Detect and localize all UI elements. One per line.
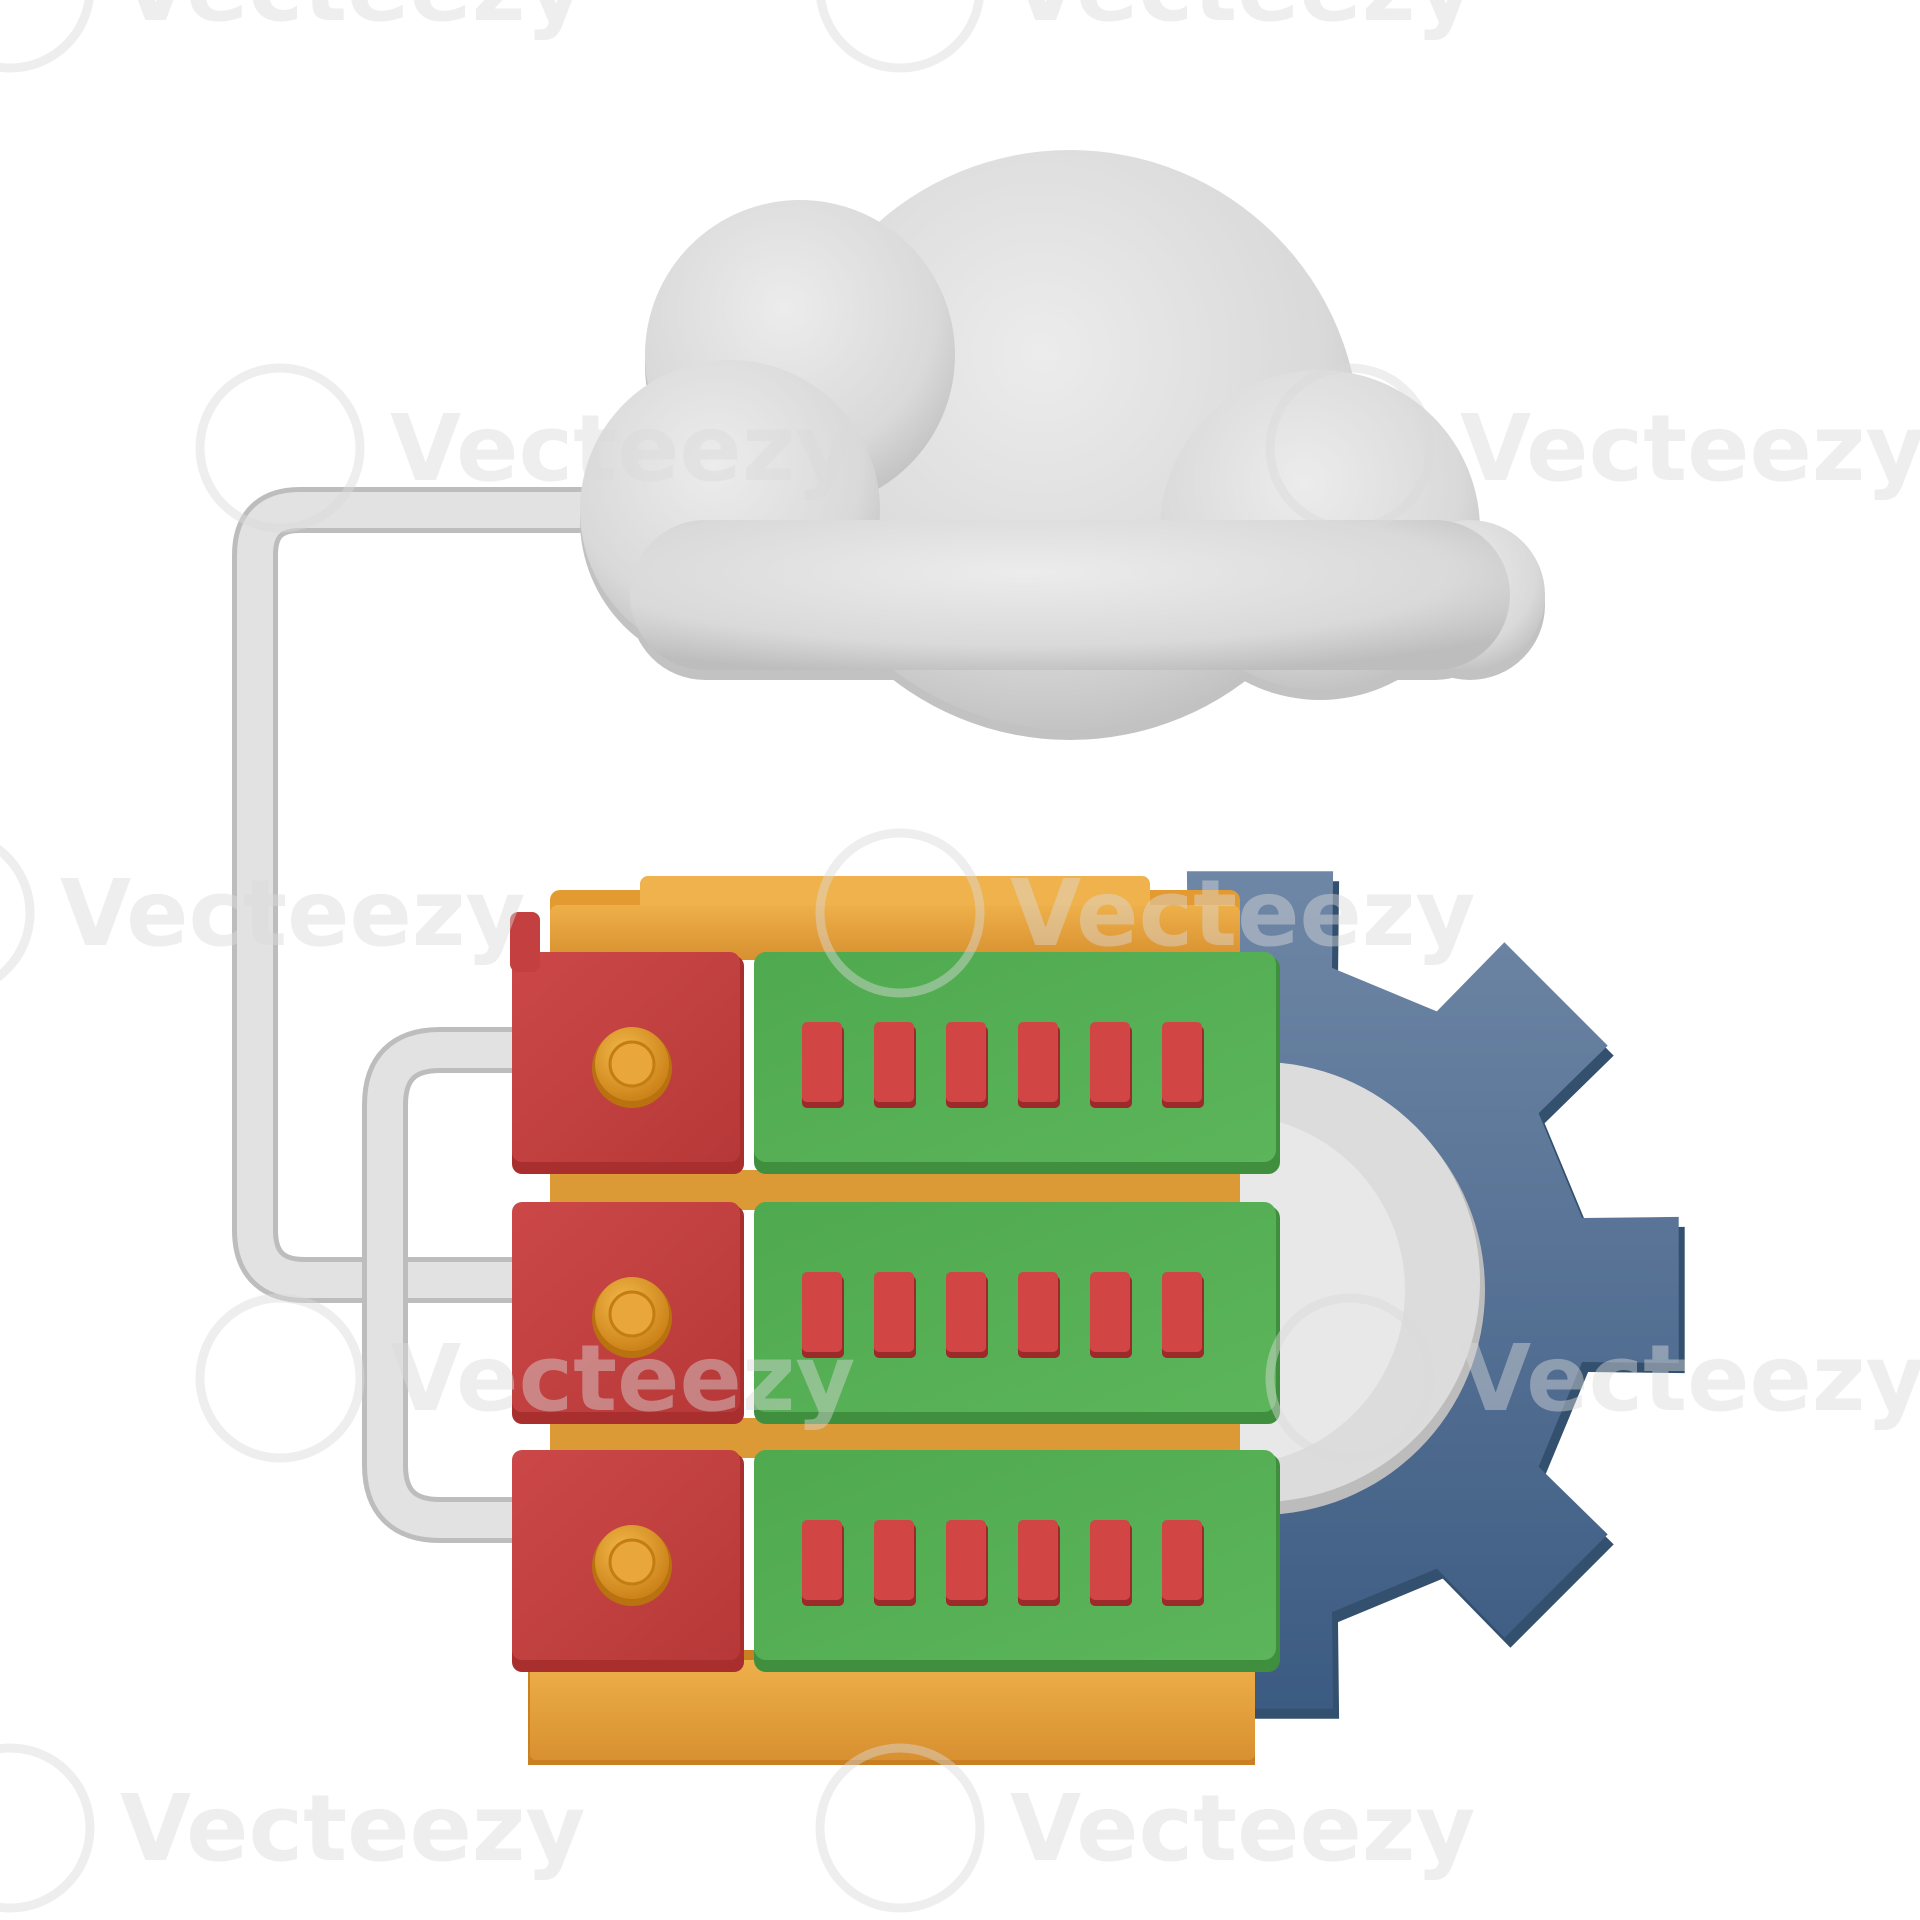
watermark-text: Vecteezy (1010, 1775, 1475, 1882)
watermark-mark: Vecteezy (816, 0, 1475, 73)
watermark-mark: Vecteezy (195, 1293, 855, 1463)
watermark-text: Vecteezy (120, 1775, 585, 1882)
indicator-light (874, 1272, 916, 1358)
server-unit (512, 1450, 1280, 1672)
indicator-light (946, 1520, 988, 1606)
indicator-light (1018, 1272, 1060, 1358)
watermark-mark: Vecteezy (0, 0, 585, 73)
watermark-text: Vecteezy (1010, 860, 1475, 967)
cable-icon (232, 487, 623, 1543)
indicator-light (946, 1022, 988, 1108)
indicator-light (1162, 1022, 1204, 1108)
watermark-mark: Vecteezy (195, 363, 855, 533)
indicator-light (1090, 1520, 1132, 1606)
watermark-text: Vecteezy (1460, 395, 1920, 502)
watermark-text: Vecteezy (1010, 0, 1475, 42)
watermark-mark: Vecteezy (1265, 1293, 1920, 1463)
cloud-icon (580, 150, 1545, 740)
indicator-light (802, 1520, 844, 1606)
indicator-light (1018, 1520, 1060, 1606)
watermark-text: Vecteezy (390, 1325, 855, 1432)
watermark-mark: Vecteezy (0, 844, 525, 982)
indicator-light (802, 1272, 844, 1358)
server-rack-icon (510, 876, 1280, 1765)
watermark-mark: Vecteezy (1265, 363, 1920, 533)
power-knob (592, 1027, 672, 1108)
watermark-text: Vecteezy (120, 0, 585, 42)
server-unit (512, 952, 1280, 1174)
indicator-light (802, 1022, 844, 1108)
indicator-light (874, 1520, 916, 1606)
power-knob (592, 1525, 672, 1606)
watermark-text: Vecteezy (60, 860, 525, 967)
power-knob (592, 1277, 672, 1358)
watermark-mark: Vecteezy (815, 828, 1475, 998)
indicator-light (1162, 1272, 1204, 1358)
watermark-text: Vecteezy (1460, 1325, 1920, 1432)
indicator-light (1090, 1272, 1132, 1358)
indicator-light (946, 1272, 988, 1358)
server-unit (512, 1202, 1280, 1424)
indicator-light (1018, 1022, 1060, 1108)
watermark-mark: Vecteezy (815, 1743, 1475, 1913)
indicator-light (1162, 1520, 1204, 1606)
indicator-light (1090, 1022, 1132, 1108)
watermark-mark: Vecteezy (0, 1743, 585, 1913)
indicator-light (874, 1022, 916, 1108)
watermark-text: Vecteezy (390, 395, 855, 502)
